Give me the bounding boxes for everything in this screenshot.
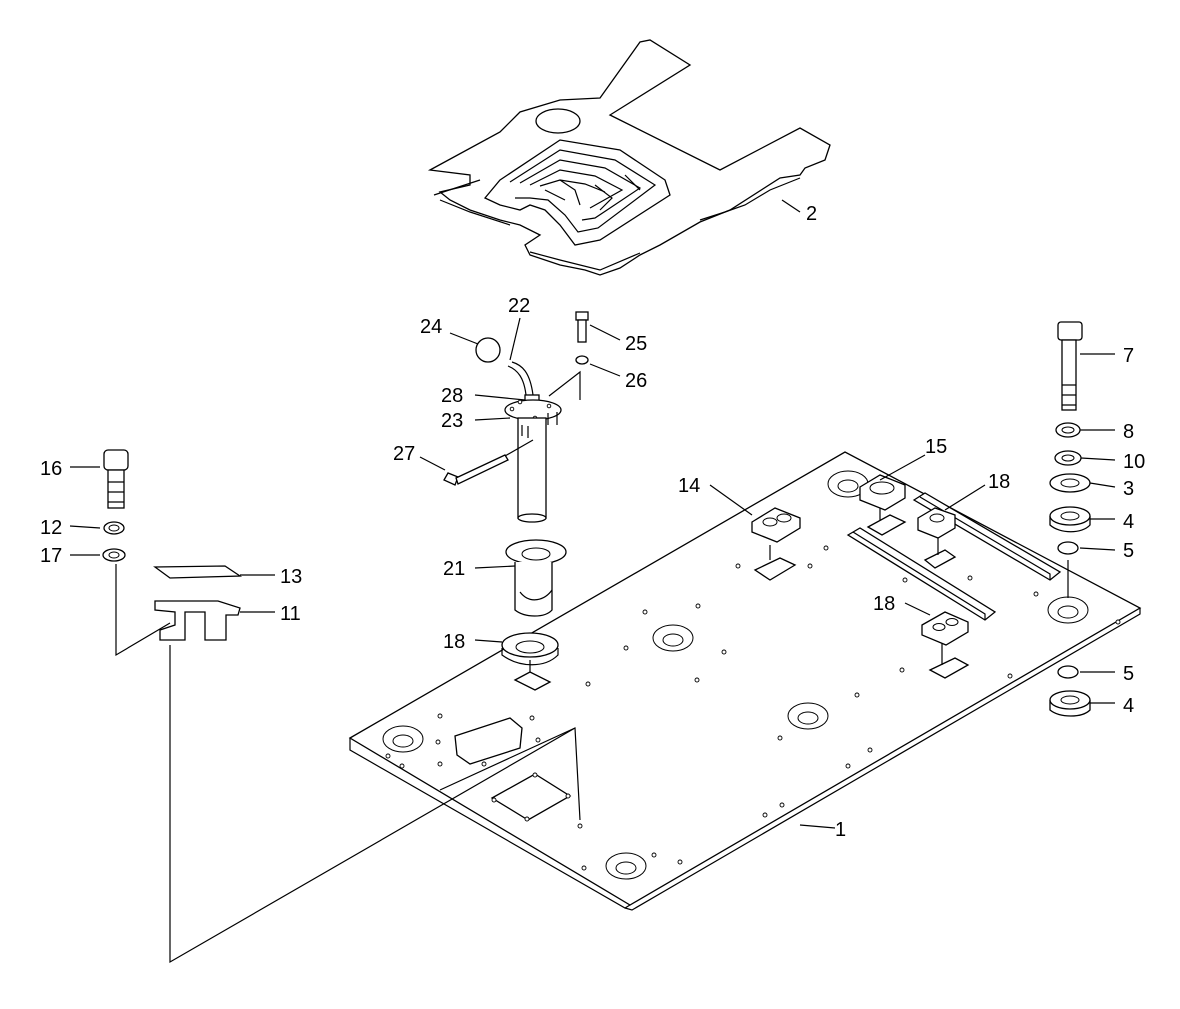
callout-labels: 1 2 3 4 4 5 5 7 8 10 11 12 13 14 15 16 1… bbox=[40, 203, 1145, 841]
grommet-13-part bbox=[751, 507, 801, 543]
callout-27: 27 bbox=[393, 443, 415, 465]
callout-2: 2 bbox=[806, 203, 817, 225]
callout-7: 8 bbox=[1123, 421, 1134, 443]
callout-14: 15 bbox=[925, 436, 947, 458]
callout-5: 5 bbox=[1123, 540, 1134, 562]
callout-8: 10 bbox=[1123, 451, 1145, 473]
bracket-assembly bbox=[102, 449, 576, 964]
sender-assembly bbox=[443, 311, 589, 691]
callout-4-lower: 4 bbox=[1123, 695, 1134, 717]
callout-15: 16 bbox=[40, 458, 62, 480]
plate-mount-holes bbox=[385, 545, 1121, 871]
callout-22: 22 bbox=[508, 295, 530, 317]
callout-18-lower: 18 bbox=[443, 631, 465, 653]
callout-23: 23 bbox=[441, 410, 463, 432]
floor-plate-part bbox=[348, 451, 1142, 911]
callout-26: 26 bbox=[625, 370, 647, 392]
grommet-18-upper-part bbox=[917, 507, 956, 539]
floor-mat-part bbox=[427, 39, 831, 276]
callout-1: 1 bbox=[835, 819, 846, 841]
callout-21: 21 bbox=[443, 558, 465, 580]
callout-6: 7 bbox=[1123, 345, 1134, 367]
callout-3: 3 bbox=[1123, 478, 1134, 500]
callout-28: 28 bbox=[441, 385, 463, 407]
callout-5-lower: 5 bbox=[1123, 663, 1134, 685]
mount-stack bbox=[1049, 321, 1091, 717]
callout-11: 12 bbox=[40, 517, 62, 539]
callout-13: 14 bbox=[678, 475, 700, 497]
callout-10: 11 bbox=[280, 603, 301, 625]
callout-17: 18 bbox=[873, 593, 895, 615]
callout-24: 24 bbox=[420, 316, 442, 338]
callout-16: 17 bbox=[40, 545, 62, 567]
callout-18: 18 bbox=[988, 471, 1010, 493]
grommet-17-part bbox=[921, 611, 969, 646]
callout-4: 4 bbox=[1123, 511, 1134, 533]
callout-12: 13 bbox=[280, 566, 302, 588]
leader-lines bbox=[69, 199, 1116, 829]
grommet-14-part bbox=[859, 474, 906, 511]
callout-25: 25 bbox=[625, 333, 647, 355]
